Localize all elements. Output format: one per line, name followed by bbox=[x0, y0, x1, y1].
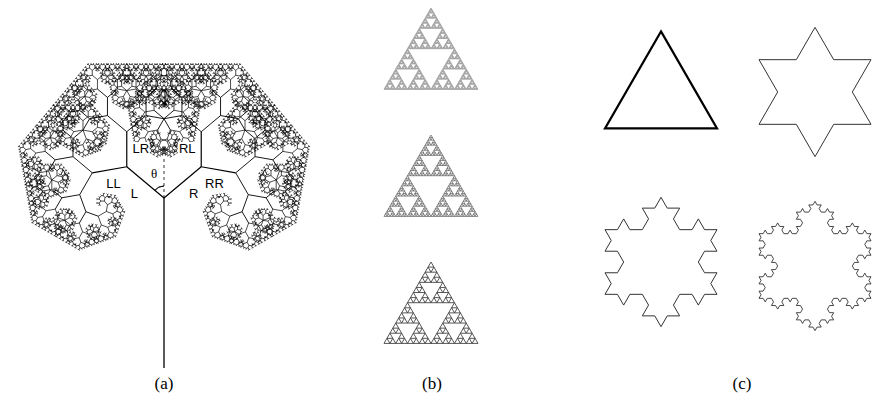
branch-label: R bbox=[188, 187, 199, 201]
branch-label: LR bbox=[131, 142, 150, 156]
tree-branch bbox=[26, 70, 302, 242]
branch-label: LL bbox=[105, 177, 121, 191]
branch-label: RL bbox=[178, 142, 197, 156]
koch-stage bbox=[605, 31, 717, 128]
sierpinski-stage bbox=[384, 8, 478, 89]
angle-arc bbox=[155, 186, 164, 190]
tree-branch bbox=[19, 64, 308, 249]
tree-trunk bbox=[163, 198, 164, 368]
tree-branch bbox=[73, 116, 255, 195]
sierpinski-stage bbox=[384, 135, 478, 216]
branch-label: L bbox=[130, 187, 139, 201]
tree-branch bbox=[21, 66, 308, 248]
panel-caption: (a) bbox=[154, 375, 175, 394]
top-marker bbox=[165, 90, 166, 104]
koch-stage bbox=[759, 27, 871, 156]
koch-stage bbox=[605, 197, 717, 326]
sierpinski-stage bbox=[384, 262, 478, 343]
panel-caption: (b) bbox=[421, 375, 443, 394]
top-marker-dot bbox=[163, 102, 167, 106]
branch-label: RR bbox=[204, 177, 225, 191]
koch-stage bbox=[759, 201, 871, 330]
koch-snowflakes bbox=[605, 27, 871, 330]
axis-line bbox=[164, 158, 165, 198]
angle-label: θ bbox=[150, 167, 158, 181]
panel-caption: (c) bbox=[732, 375, 753, 394]
tree-branch bbox=[18, 63, 310, 250]
tree-branch bbox=[23, 68, 305, 245]
sierpinski-triangles bbox=[384, 8, 478, 343]
fractal-tree bbox=[18, 63, 310, 368]
